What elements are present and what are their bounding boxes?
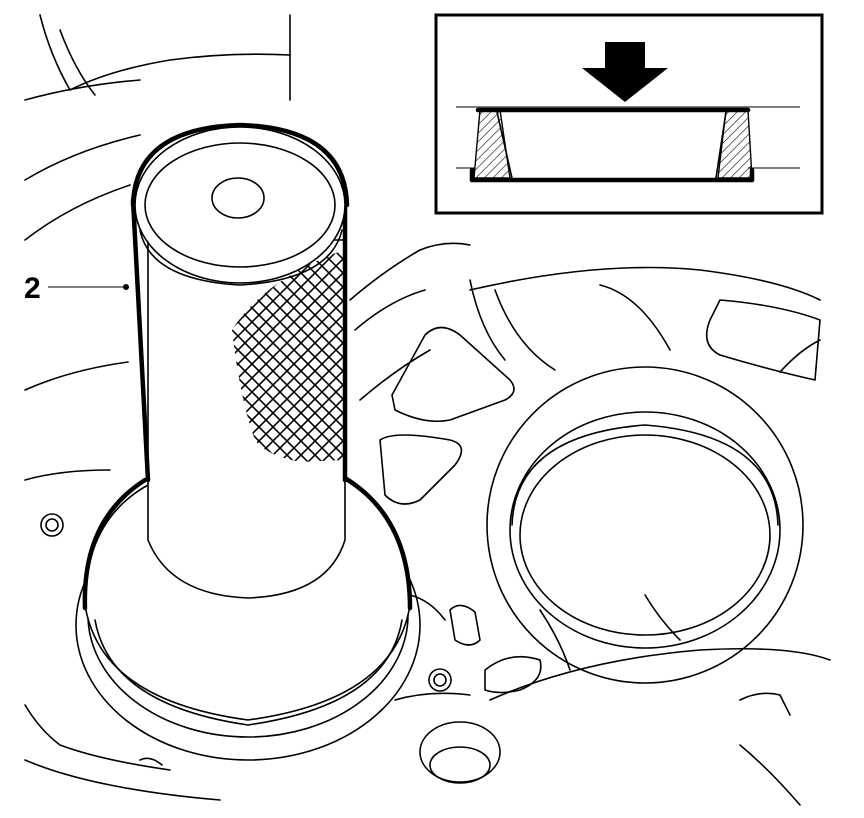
press-tool — [82, 122, 413, 726]
press-direction-arrow-icon — [582, 42, 668, 102]
transmission-housing — [24, 14, 831, 806]
detail-inset — [434, 13, 824, 215]
housing-pockets — [379, 299, 821, 694]
callout-label: 2 — [24, 272, 41, 305]
bolt-holes — [40, 513, 501, 784]
callout-2: 2 — [24, 272, 129, 305]
bearing-bore — [486, 366, 804, 684]
